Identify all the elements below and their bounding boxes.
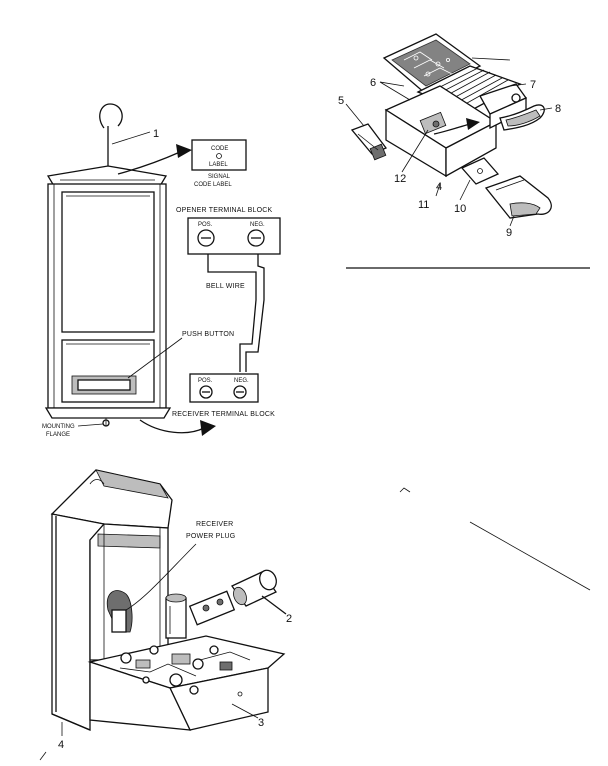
receiver-label: RECEIVER (196, 521, 233, 528)
callout-3: 3 (258, 717, 264, 729)
callout-5: 5 (338, 95, 344, 107)
housing-window (61, 191, 155, 333)
callout-6: 6 (370, 77, 376, 89)
code-label-box: CODE LABEL SIGNAL CODE LABEL (191, 139, 247, 188)
receiver-terminal-block: POS. NEG. (189, 373, 259, 403)
bell-wire-neg (245, 254, 265, 372)
push-button-label: PUSH BUTTON (182, 331, 234, 338)
receiver-neg-label: NEG. (234, 378, 249, 384)
signal-text: SIGNAL (208, 174, 231, 180)
callout-9: 9 (506, 227, 512, 239)
callout-2: 2 (286, 613, 292, 625)
stray-mark (399, 487, 411, 493)
callout-11: 11 (418, 199, 429, 211)
mounting-label: MOUNTING (42, 424, 75, 430)
hanger-hook (99, 103, 123, 129)
flange-label: FLANGE (46, 432, 70, 438)
receiver-pos-label: POS. (198, 378, 213, 384)
callout-1: 1 (153, 128, 159, 140)
callout-7: 7 (530, 79, 536, 91)
callout-8: 8 (555, 103, 561, 115)
bell-wire-pos (207, 254, 257, 372)
exploded-transmitter (350, 33, 552, 219)
code-label-caption: CODE LABEL (194, 182, 232, 188)
callout-4b: 4 (58, 739, 64, 751)
capacitor (165, 597, 187, 639)
opener-neg-label: NEG. (250, 222, 265, 228)
power-plug-label: POWER PLUG (186, 533, 235, 540)
code-text: CODE (211, 146, 228, 152)
opener-terminal-block-label: OPENER TERMINAL BLOCK (176, 207, 273, 214)
mounting-flange (44, 407, 172, 419)
stray-line (469, 521, 591, 591)
opener-pos-label: POS. (198, 222, 213, 228)
receiver-unit (50, 469, 286, 731)
bell-wire-label: BELL WIRE (206, 283, 245, 290)
circuit-components (119, 645, 251, 695)
callout-4a: 4 (436, 181, 442, 193)
opener-terminal-block: POS. NEG. (187, 217, 281, 255)
callout-10: 10 (454, 203, 466, 215)
label-text: LABEL (209, 162, 228, 168)
receiver-terminal-block-label: RECEIVER TERMINAL BLOCK (172, 411, 275, 418)
transmitter-housing (44, 103, 172, 427)
contact-plate (460, 157, 500, 185)
callout-12: 12 (394, 173, 406, 185)
motor-assembly (188, 569, 287, 626)
housing-top (46, 165, 168, 187)
